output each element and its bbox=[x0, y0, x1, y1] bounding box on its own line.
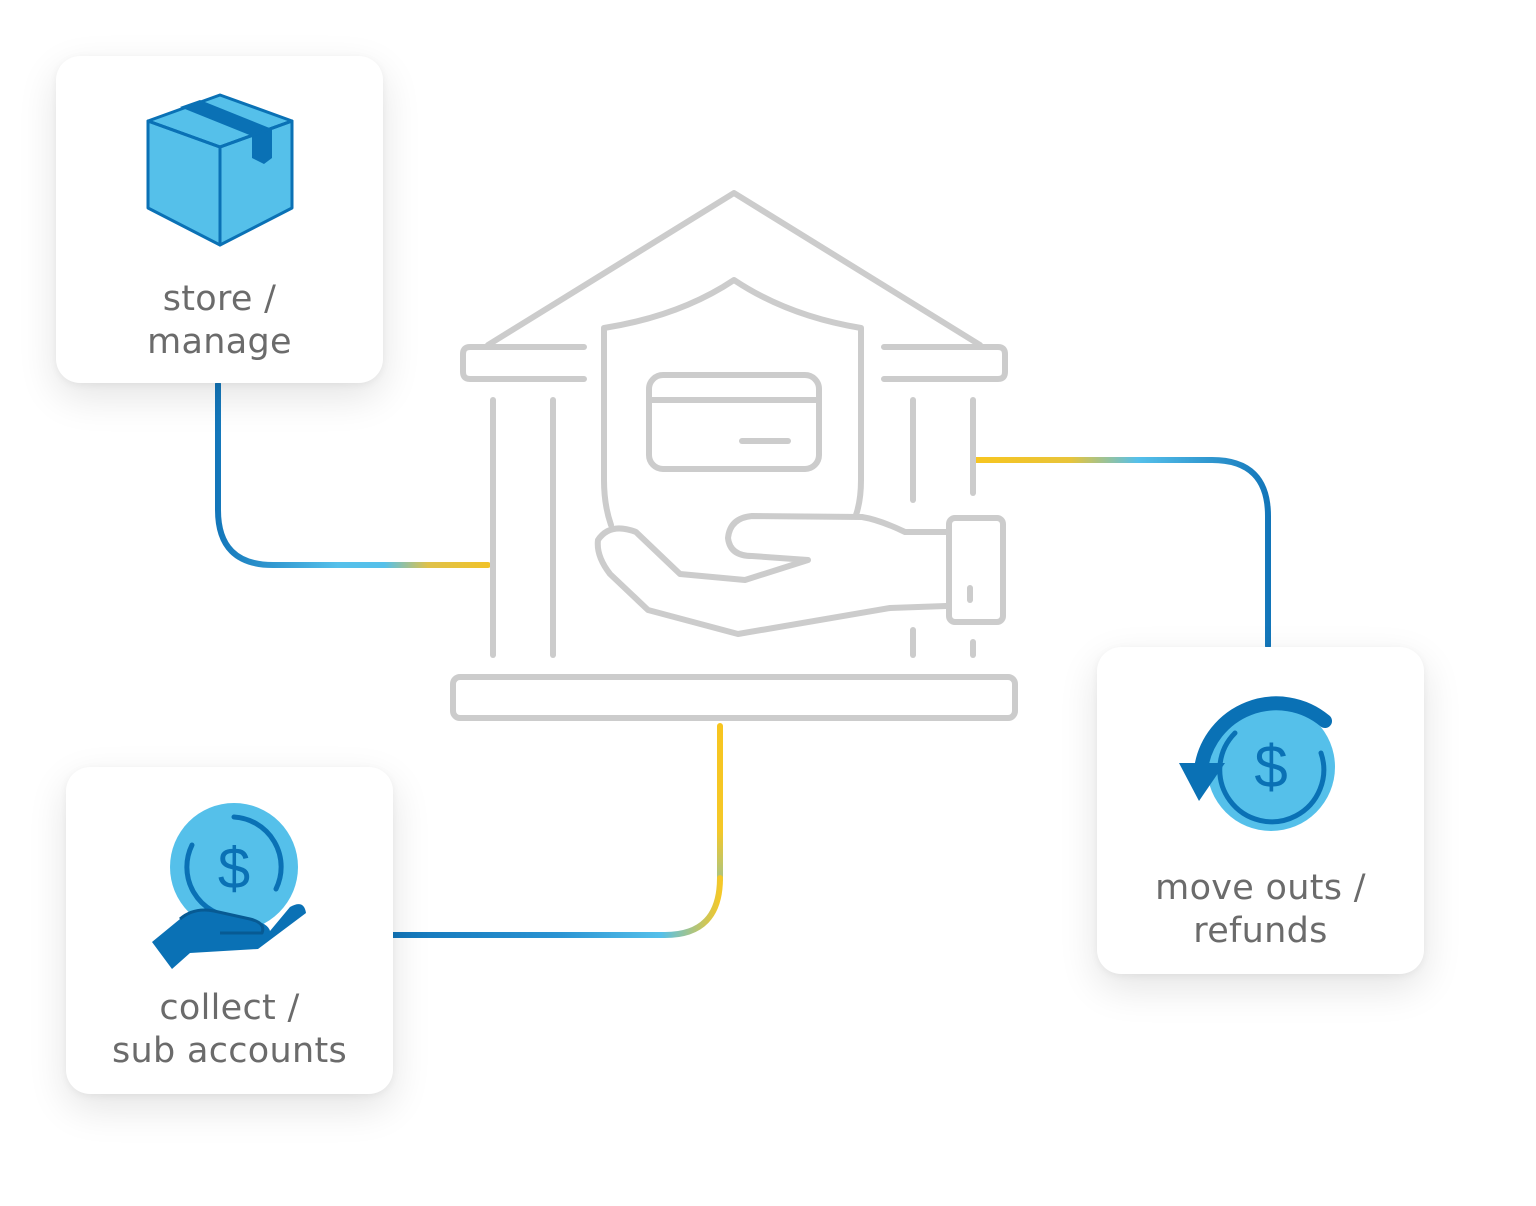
svg-text:$: $ bbox=[218, 836, 250, 901]
card-store-manage-label: store / manage bbox=[56, 278, 383, 364]
card-store-manage: store / manage bbox=[56, 56, 383, 383]
svg-text:$: $ bbox=[1254, 733, 1287, 800]
card-move-outs-refunds: $ move outs / refunds bbox=[1097, 647, 1424, 974]
card-collect-sub-accounts-label-line1: collect / bbox=[159, 988, 300, 1028]
card-collect-sub-accounts-label: collect / sub accounts bbox=[66, 987, 393, 1073]
card-move-outs-refunds-label-line2: refunds bbox=[1193, 911, 1328, 951]
card-store-manage-label-line1: store / bbox=[162, 279, 277, 319]
connector-store-to-bank bbox=[215, 381, 491, 568]
connector-bank-to-collect-horizontal bbox=[390, 875, 723, 938]
card-collect-sub-accounts-label-line2: sub accounts bbox=[111, 1031, 348, 1071]
card-collect-sub-accounts: $ collect / sub accounts bbox=[66, 767, 393, 1094]
bank-shield-card-hand-icon bbox=[450, 190, 1018, 721]
card-move-outs-refunds-label: move outs / refunds bbox=[1097, 867, 1424, 953]
hand-holding-coin-icon: $ bbox=[152, 803, 306, 969]
card-move-outs-refunds-label-line1: move outs / bbox=[1155, 868, 1366, 908]
card-store-manage-label-line2: manage bbox=[147, 322, 292, 362]
package-box-icon bbox=[146, 93, 294, 247]
connector-bank-to-refunds bbox=[973, 457, 1271, 649]
refund-cycle-dollar-icon: $ bbox=[1179, 696, 1335, 831]
